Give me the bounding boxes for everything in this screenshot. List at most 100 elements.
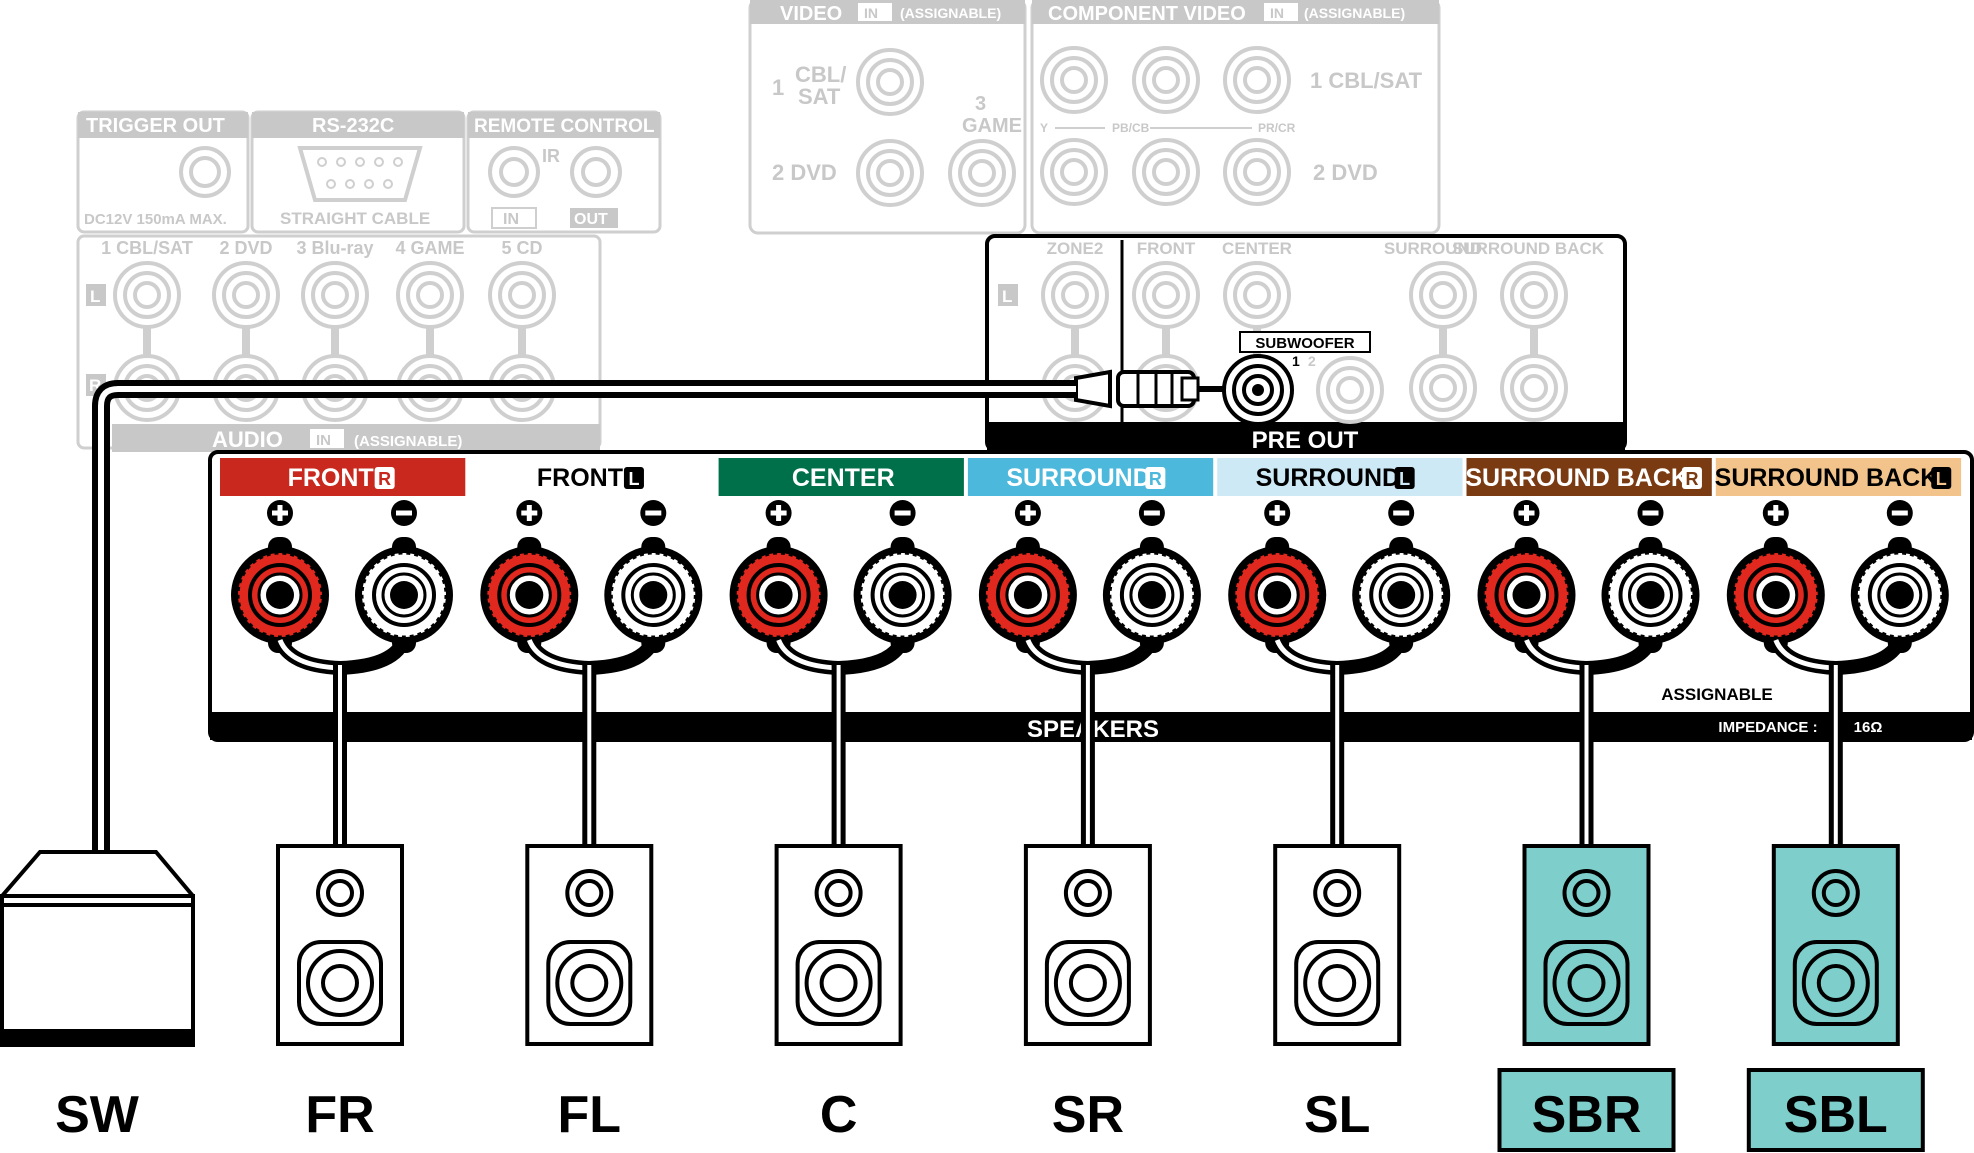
- positive-terminal[interactable]: [231, 537, 329, 653]
- positive-terminal[interactable]: [1228, 537, 1327, 653]
- minus-icon: [640, 500, 667, 526]
- channel-side-badge: L: [623, 467, 644, 489]
- subwoofer-icon: [0, 850, 195, 1047]
- speaker-code: SW: [55, 1086, 140, 1144]
- subwoofer-1: 1: [1292, 353, 1300, 369]
- speaker-code: FL: [558, 1086, 622, 1144]
- trigger-spec: DC12V 150mA MAX.: [84, 211, 227, 228]
- remote-header: REMOTE CONTROL: [474, 116, 655, 137]
- channel-header: CENTER: [718, 458, 964, 496]
- video-section: VIDEO IN (ASSIGNABLE) 1 CBL/ SAT 2 DVD 3…: [748, 0, 1027, 235]
- subwoofer-1-jack[interactable]: [1222, 354, 1294, 426]
- negative-terminal[interactable]: [1601, 537, 1700, 653]
- positive-terminal[interactable]: [1477, 537, 1576, 653]
- audio-in-label: 4 GAME: [395, 238, 464, 258]
- minus-icon: [1637, 500, 1664, 526]
- speaker-cabinet-icon: [525, 844, 654, 1046]
- speaker-code: C: [820, 1086, 858, 1144]
- speaker-cabinet-icon: [1771, 844, 1900, 1046]
- video-in-tag: IN: [864, 5, 878, 21]
- pre-out-jack: [1041, 261, 1109, 329]
- negative-terminal[interactable]: [604, 537, 703, 653]
- channel-label: FRONT: [288, 464, 374, 492]
- trigger-out-section: TRIGGER OUT DC12V 150mA MAX.: [76, 110, 250, 234]
- speaker-code-highlight: [1746, 1068, 1925, 1152]
- speaker-code-highlight: [1497, 1068, 1676, 1152]
- speaker-cabinet-icon: [1023, 844, 1152, 1046]
- subwoofer-label: SUBWOOFER: [1255, 335, 1354, 352]
- audio-in-jack: [212, 261, 280, 329]
- pre-out-jack: [1223, 261, 1291, 329]
- component-header: COMPONENT VIDEO: [1048, 3, 1246, 25]
- video-1-name: CBL/: [795, 62, 846, 87]
- pre-out-footer: PRE OUT: [1252, 427, 1359, 454]
- channel-label: CENTER: [792, 464, 895, 492]
- speakers: SW FR FL C SR SL SBR SBL: [0, 844, 1925, 1152]
- plus-icon: [1014, 500, 1041, 526]
- channel-side-badge: L: [1394, 467, 1415, 489]
- pre-out-jack: [1500, 354, 1568, 422]
- component-y-label: Y: [1040, 121, 1048, 135]
- positive-terminal[interactable]: [978, 537, 1077, 653]
- subwoofer-2-jack: [1316, 356, 1384, 424]
- audio-in-jack: [396, 261, 464, 329]
- audio-assignable: (ASSIGNABLE): [354, 433, 462, 450]
- speaker-wires: [273, 636, 1907, 852]
- channel-side: R: [1685, 469, 1698, 489]
- audio-l-tag: L: [90, 287, 100, 306]
- speaker-code: SBL: [1784, 1086, 1888, 1144]
- speakers-panel: SPEAKERS ASSIGNABLE IMPEDANCE : 16Ω FRON…: [208, 450, 1974, 743]
- speaker-sr: SR: [1023, 844, 1152, 1144]
- speaker-code: FR: [305, 1086, 374, 1144]
- component-jacks: [1040, 46, 1291, 206]
- audio-in-jack: [488, 261, 556, 329]
- speaker-code: SL: [1304, 1086, 1370, 1144]
- speaker-cabinet-icon: [1273, 844, 1402, 1046]
- video-header: VIDEO: [780, 3, 842, 25]
- channel-side: L: [628, 469, 639, 489]
- audio-in-tag: IN: [316, 432, 331, 449]
- minus-icon: [889, 500, 916, 526]
- audio-in-label: 5 CD: [501, 238, 542, 258]
- rs232-cable: STRAIGHT CABLE: [280, 209, 430, 228]
- subwoofer-2: 2: [1308, 353, 1316, 369]
- negative-terminal[interactable]: [1102, 537, 1201, 653]
- positive-terminal[interactable]: [1726, 537, 1825, 653]
- channel-side-badge: R: [1145, 467, 1166, 489]
- positive-terminal[interactable]: [480, 537, 579, 653]
- remote-in: IN: [503, 211, 519, 228]
- plus-icon: [267, 500, 293, 526]
- speaker-terminals: [231, 500, 1949, 653]
- minus-icon: [1886, 500, 1913, 526]
- speaker-sbr: SBR: [1497, 844, 1676, 1152]
- channel-label: SURROUND BACK: [1465, 464, 1689, 492]
- speaker-sl: SL: [1273, 844, 1402, 1144]
- channel-side: R: [378, 469, 391, 489]
- rs232-header: RS-232C: [312, 115, 394, 137]
- channel-side: L: [1399, 469, 1410, 489]
- video-3-num: 3: [975, 93, 986, 115]
- pre-out-jack: [1132, 261, 1200, 329]
- speaker-fl: FL: [525, 844, 654, 1144]
- channel-side: L: [1936, 469, 1947, 489]
- channel-side-badge: L: [1931, 467, 1952, 489]
- channel-side-badge: R: [1681, 467, 1702, 489]
- speaker-fr: FR: [276, 844, 404, 1144]
- plus-icon: [1513, 500, 1540, 526]
- component-in-tag: IN: [1270, 5, 1284, 21]
- negative-terminal[interactable]: [1352, 537, 1451, 653]
- negative-terminal[interactable]: [355, 537, 453, 653]
- minus-icon: [1138, 500, 1165, 526]
- rs232c-section: RS-232C STRAIGHT CABLE: [250, 110, 466, 234]
- trigger-header: TRIGGER OUT: [86, 115, 225, 137]
- positive-terminal[interactable]: [729, 537, 828, 653]
- component-video-section: COMPONENT VIDEO IN (ASSIGNABLE) 1 CBL/SA…: [1030, 0, 1441, 235]
- video-3-label: GAME: [962, 115, 1022, 137]
